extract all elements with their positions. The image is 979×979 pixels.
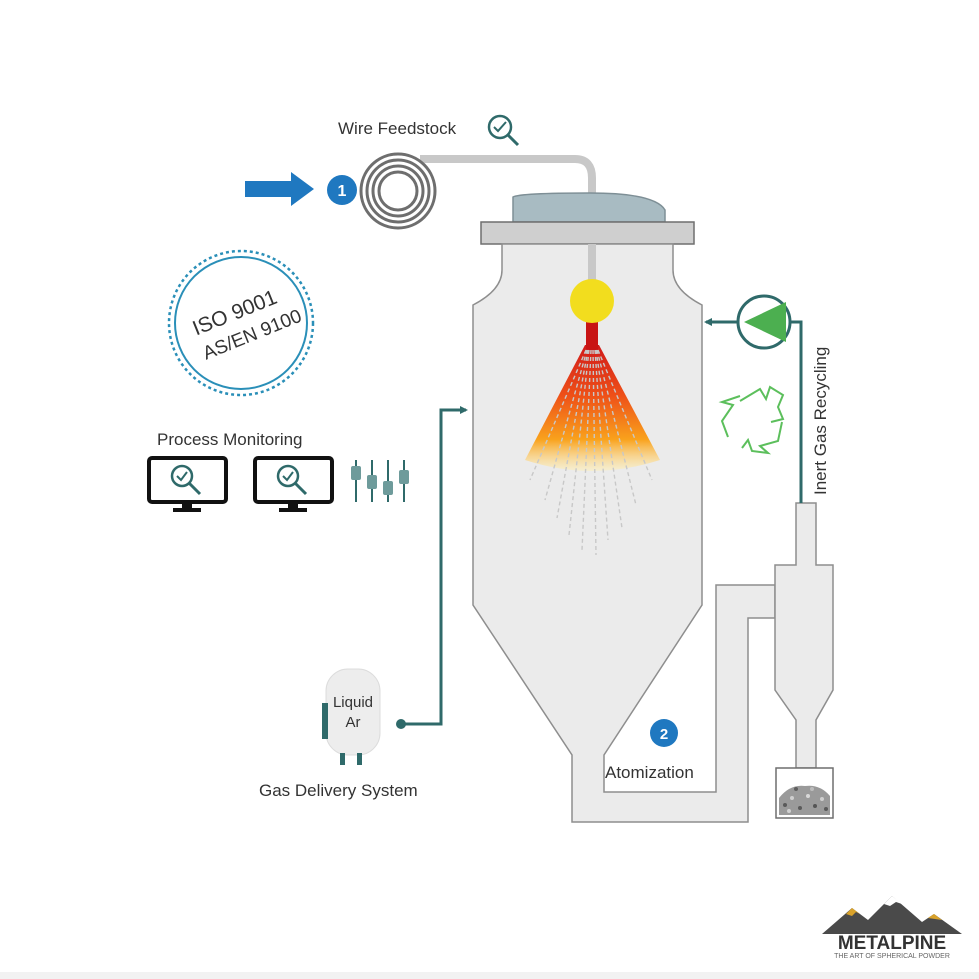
- search-check-icon: [487, 114, 520, 147]
- recycle-icon: [718, 385, 785, 455]
- atomization-label: Atomization: [605, 763, 694, 782]
- step-2-number: 2: [660, 726, 668, 743]
- monitor-icon: [147, 456, 228, 512]
- gas-delivery-line: [396, 406, 468, 729]
- metalpine-logo: METALPINE THE ART OF SPHERICAL POWDER: [822, 896, 962, 960]
- pump-icon: [736, 294, 792, 350]
- cyclone-separator: [774, 502, 834, 819]
- wire-coil-icon: [359, 152, 437, 230]
- ar-label: Ar: [346, 714, 361, 731]
- atomization-vessel: [472, 192, 776, 823]
- step-1-badge: 1: [327, 175, 357, 205]
- argon-tank: Liquid Ar: [322, 668, 381, 765]
- liquid-label: Liquid: [333, 694, 373, 711]
- equalizer-icon: [351, 460, 409, 502]
- bottom-edge: [0, 972, 979, 979]
- certification-seal: ISO 9001 AS/EN 9100: [167, 249, 315, 397]
- logo-tagline: THE ART OF SPHERICAL POWDER: [834, 953, 950, 960]
- monitor-icon: [253, 456, 334, 512]
- wire-feed-path: [420, 155, 596, 300]
- process-monitoring-label: Process Monitoring: [157, 430, 303, 449]
- molten-spray: [525, 244, 660, 556]
- powder-pile: [779, 785, 830, 815]
- gas-delivery-label: Gas Delivery System: [259, 781, 418, 800]
- arrow-right-icon: [245, 172, 314, 206]
- step-2-badge: 2: [650, 719, 678, 747]
- logo-name: METALPINE: [838, 933, 946, 954]
- inert-gas-label: Inert Gas Recycling: [811, 347, 830, 495]
- gas-recycling-line: [704, 318, 803, 503]
- step-1-number: 1: [338, 183, 347, 200]
- wire-feedstock-label: Wire Feedstock: [338, 119, 457, 138]
